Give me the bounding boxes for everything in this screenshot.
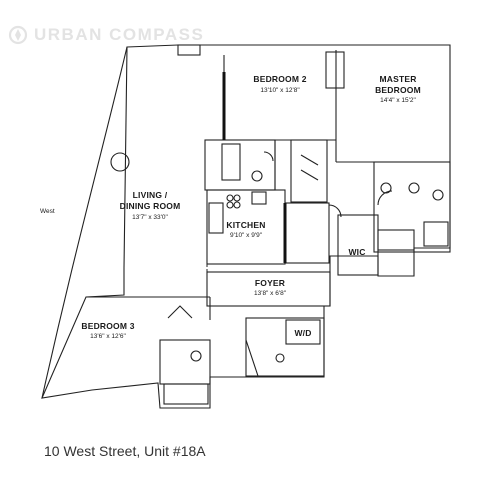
urban-compass-watermark: URBAN COMPASS [8,25,204,45]
foyer-dims: 13'8" x 6'8" [254,290,287,297]
living-room-dims: 13'7" x 33'0" [132,214,168,221]
listing-caption: 10 West Street, Unit #18A [44,443,206,459]
washer-dryer-label: W/D [294,328,311,338]
living-room-label-line1: LIVING / [133,190,168,200]
bedroom-3-dims: 13'6" x 12'6" [90,333,126,340]
master-bedroom-label-line1: MASTER [379,74,416,84]
foyer-label: FOYER [255,278,285,288]
kitchen-dims: 9'10" x 9'9" [230,232,263,239]
master-bedroom-label-line2: BEDROOM [375,85,421,95]
bedroom-2-dims: 13'10" x 12'8" [260,87,300,94]
west-orientation-label: West [40,208,55,215]
watermark-text: URBAN COMPASS [34,25,205,44]
wic-label: WIC [348,247,365,257]
compass-logo-icon [8,25,28,45]
kitchen-label: KITCHEN [226,220,265,230]
bedroom-3-label: BEDROOM 3 [81,321,134,331]
living-room-label-line2: DINING ROOM [120,201,181,211]
master-bedroom-dims: 14'4" x 15'2" [380,97,416,104]
bedroom-2-label: BEDROOM 2 [253,74,306,84]
